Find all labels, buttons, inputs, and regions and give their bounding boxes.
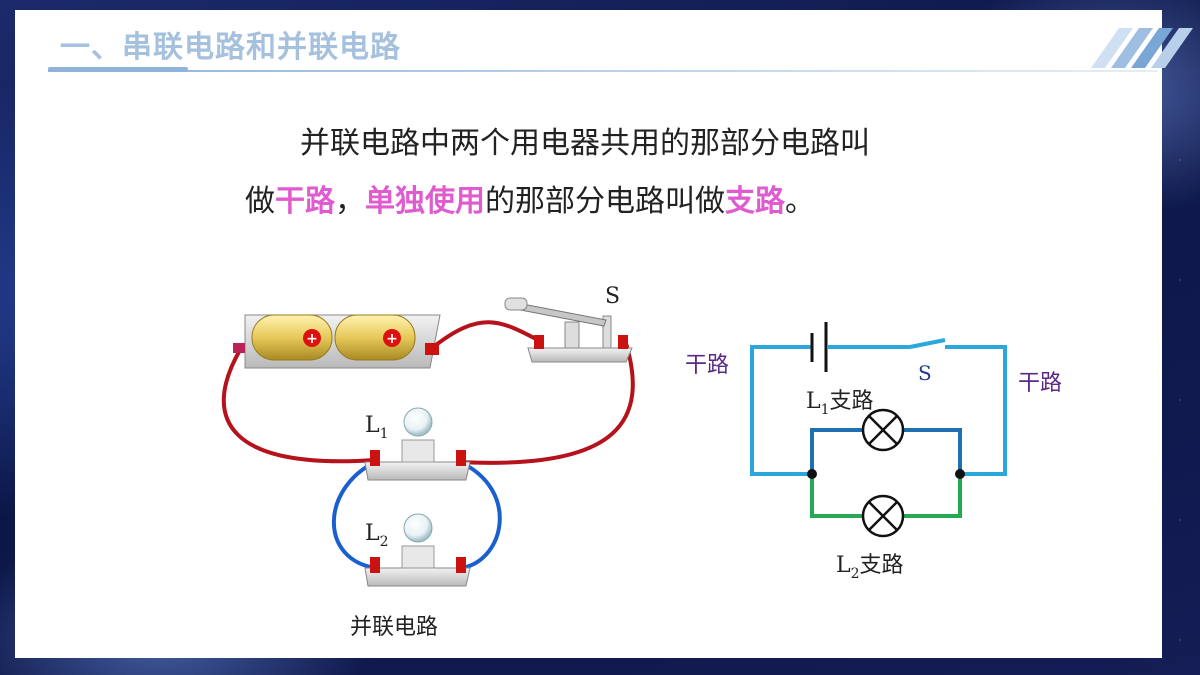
lamp2-label: L2 [365,521,389,550]
schematic-switch-label: S [918,361,932,385]
schematic-circuit: 干路 干路 S L1支路 L2支路 [685,322,1062,582]
lamp-2 [364,513,471,587]
highlight-trunk: 干路 [275,184,335,219]
slide [15,10,1162,658]
highlight-branch: 支路 [725,184,785,219]
red-wire-top [430,320,539,350]
bulb-icon [403,407,433,437]
blue-wire-right [459,460,502,570]
page-title: 一、串联电路和并联电路 [60,30,401,65]
lamp1-label: L1 [365,413,389,442]
trunk-wire-left [750,345,812,476]
plus-icon [383,329,401,347]
switch-blade [909,338,946,349]
svg-text:+: + [306,331,318,347]
lamp1-symbol [861,408,905,452]
branch1-label: L1支路 [806,389,874,418]
junction-dot [807,469,817,479]
battery-holder: + + [233,314,441,369]
bulb-icon [403,513,433,543]
text-segment: 。 [785,184,815,219]
text-segment: 做 [245,184,275,219]
trunk-wire-right [945,345,1007,476]
text-segment: 的那部分电路叫做 [485,184,725,219]
svg-text:+: + [386,331,398,347]
junction-dot [955,469,965,479]
blue-wire-left [331,460,377,570]
branch2-label: L2支路 [836,553,904,582]
red-wire-left [221,349,376,464]
switch-label: S [605,284,620,309]
title-underline [48,70,1158,72]
text-segment: ， [335,184,365,219]
physical-circuit: + + S L1 [221,284,635,640]
trunk-label-left: 干路 [685,353,729,378]
paragraph-line-1: 并联电路中两个用电器共用的那部分电路叫 [300,126,870,161]
red-wire-right [459,339,635,465]
title-underline-accent [48,67,188,72]
paragraph-line-2: 做干路，单独使用的那部分电路叫做支路。 [245,184,815,219]
definition-paragraph: 并联电路中两个用电器共用的那部分电路叫 做干路，单独使用的那部分电路叫做支路。 [245,115,1005,231]
highlight-independent: 单独使用 [365,184,485,219]
lamp2-symbol [861,494,905,538]
trunk-label-right: 干路 [1018,371,1062,396]
plus-icon [303,329,321,347]
knife-switch [504,297,633,363]
physical-caption: 并联电路 [350,615,438,640]
lamp-1 [364,407,471,481]
